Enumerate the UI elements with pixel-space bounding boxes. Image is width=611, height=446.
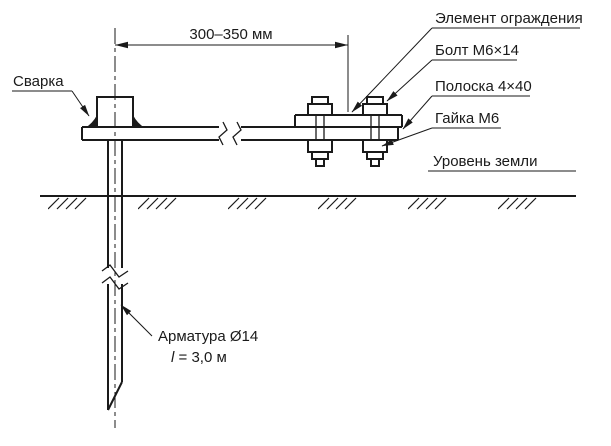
label-nut: Гайка М6 [435,110,499,127]
labels: Сварка Элемент ограждения Болт М6×14 Пол… [13,10,583,366]
label-rebar-length-value: = 3,0 м [174,349,226,366]
label-strip: Полоска 4×40 [435,78,532,95]
bolt-leader [386,59,433,102]
bolt-head-top [366,96,384,105]
label-ground-level: Уровень земли [433,153,537,170]
weld-right [133,115,145,128]
dimension-group: 300–350 мм [115,26,349,112]
dimension-arrow-right [335,41,348,49]
fence-element [294,114,403,128]
strip-break-line-right [232,121,242,146]
bolt-head [307,103,333,116]
label-rebar-length: l = 3,0 м [171,349,227,366]
nut-chamfer [311,151,329,160]
fence-element-leader [351,27,433,113]
dimension-text: 300–350 мм [189,26,272,43]
rebar [101,140,129,411]
label-rebar-length-var: l [171,349,175,366]
weld-left [85,115,97,128]
bolt-head [362,103,388,116]
nut [307,139,333,153]
bolt-head-top [311,96,329,105]
dimension-arrow-left [115,41,128,49]
label-bolt: Болт М6×14 [435,42,519,59]
nut-leader [381,127,433,147]
rebar-leader [120,304,153,337]
ground-hatching [48,197,546,210]
label-rebar: Арматура Ø14 [158,328,258,345]
weld-leader [71,90,90,117]
leaders [12,27,580,337]
strip-break-line-left [218,121,228,146]
label-fence-element: Элемент ограждения [435,10,583,27]
rebar-break-line-top [101,264,129,278]
bolt-stub [370,158,380,167]
bolt-assembly-right [362,96,388,167]
weld-marks [85,115,145,128]
bolt-stub [315,158,325,167]
ground [40,195,576,210]
bolt-assembly-left [307,96,333,167]
nut-chamfer [366,151,384,160]
label-weld: Сварка [13,73,64,90]
strip-leader [402,95,433,130]
